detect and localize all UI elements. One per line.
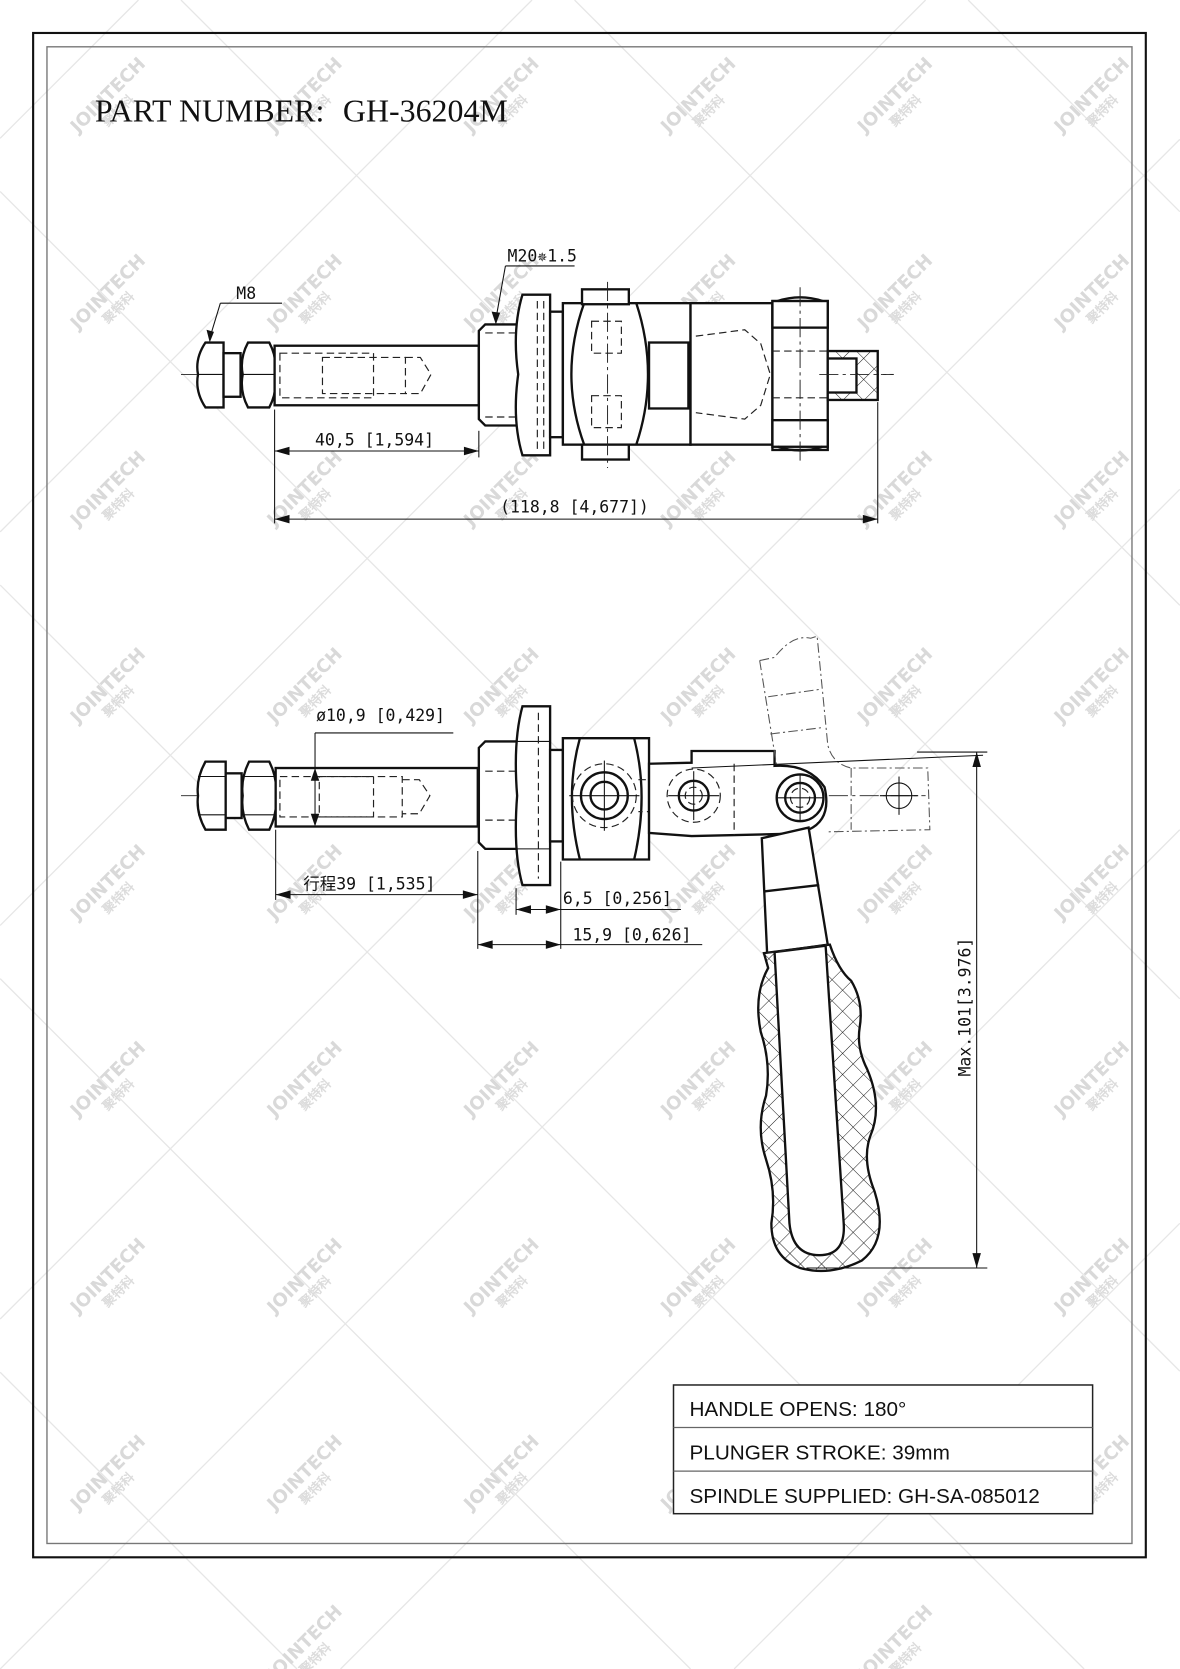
dim-max-height: Max.101[3.976]: [955, 938, 974, 1077]
part-number-title: PART NUMBER: GH-36204M: [95, 93, 508, 128]
part-label: PART NUMBER:: [95, 93, 324, 128]
side-view: [180, 635, 984, 1273]
dim-stroke: 行程39 [1,535]: [303, 874, 435, 893]
spec-spindle-supplied: SPINDLE SUPPLIED: GH-SA-085012: [689, 1485, 1039, 1508]
dim-threaded-length: 40,5 [1,594]: [315, 431, 434, 450]
inner-frame: [46, 46, 1133, 1545]
dim-nut-gap: 6,5 [0,256]: [563, 889, 672, 908]
outer-frame: [32, 31, 1147, 1559]
spec-plunger-stroke: PLUNGER STROKE: 39mm: [689, 1441, 949, 1464]
dim-base: 15,9 [0,626]: [572, 925, 691, 944]
dim-diameter: ø10,9 [0,429]: [316, 706, 445, 725]
spec-handle-opens: HANDLE OPENS: 180°: [689, 1398, 906, 1421]
side-view-dimensions: ø10,9 [0,429] 行程39 [1,535] 6,5 [0,256] 1…: [275, 706, 988, 1269]
dim-overall-length: (118,8 [4,677]): [500, 498, 649, 517]
spec-table: HANDLE OPENS: 180° PLUNGER STROKE: 39mm …: [672, 1384, 1094, 1515]
top-view-dimensions: M8 M20✵1.5 40,5 [1,594] (118,8 [4,677]): [206, 247, 879, 524]
thread-m8-label: M8: [236, 284, 256, 303]
part-number: GH-36204M: [343, 93, 508, 128]
thread-m20-label: M20✵1.5: [508, 247, 577, 266]
top-view: [180, 281, 894, 469]
